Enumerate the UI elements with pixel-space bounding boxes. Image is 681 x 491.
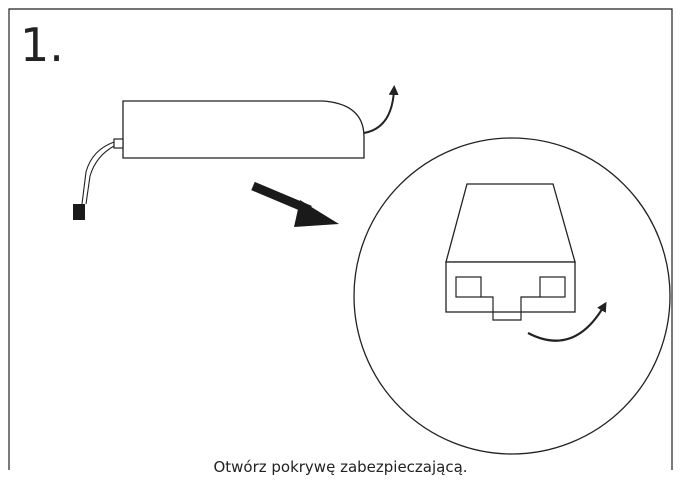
detail-rotate-arrow-icon bbox=[527, 301, 607, 342]
rotate-arrow-icon bbox=[363, 85, 399, 134]
step-number: 1. bbox=[20, 18, 64, 72]
panel-frame bbox=[8, 8, 673, 470]
cable-wire-1 bbox=[81, 141, 115, 205]
connector-socket bbox=[113, 138, 124, 149]
detail-latch-link bbox=[481, 296, 540, 321]
battery-pack-outline bbox=[122, 100, 365, 159]
direction-arrow-icon bbox=[294, 200, 339, 227]
instruction-caption: Otwórz pokrywę zabezpieczającą. bbox=[213, 458, 468, 476]
detail-cover-trapezoid bbox=[445, 183, 576, 263]
detail-right-latch bbox=[539, 276, 566, 298]
detail-left-latch bbox=[455, 276, 482, 298]
cable-connector-icon bbox=[73, 204, 85, 220]
cable-wire-2 bbox=[85, 145, 115, 205]
